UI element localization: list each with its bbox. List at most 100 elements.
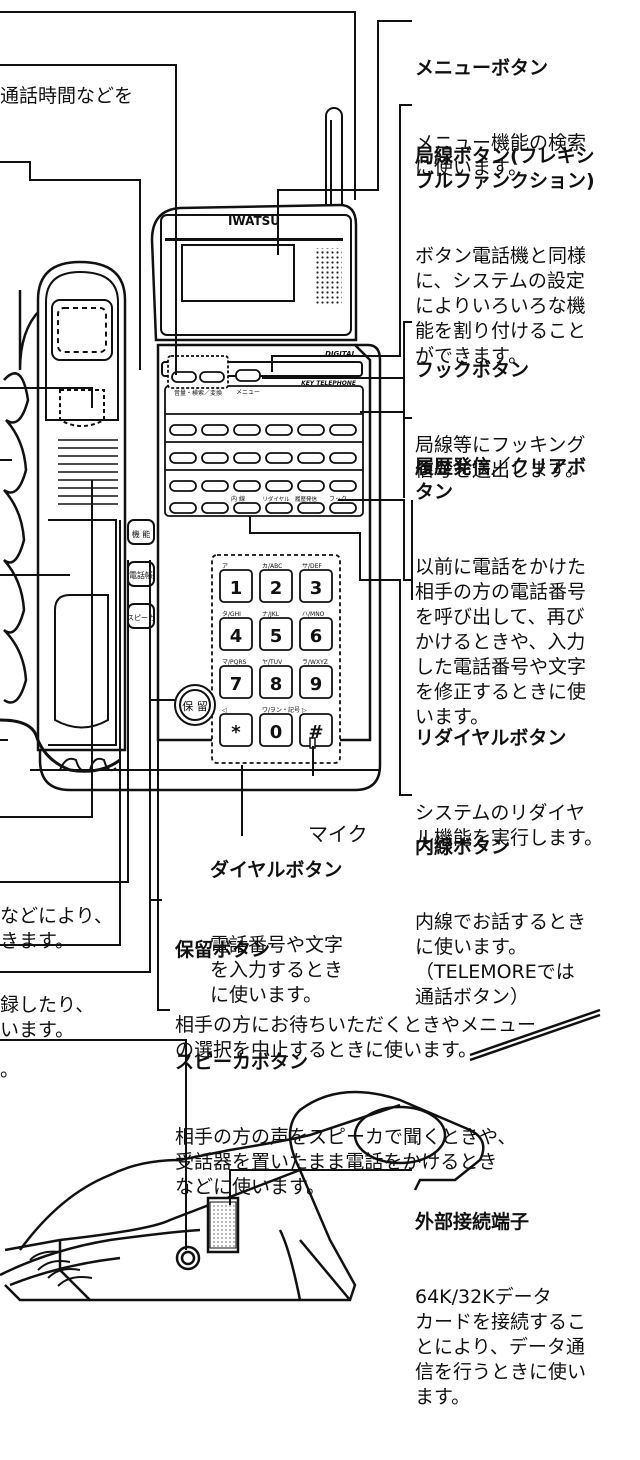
dial-button-desc: 電話番号や文字 を入力するとき に使います。 — [210, 934, 344, 1006]
redial-button-title: リダイヤルボタン — [415, 727, 567, 749]
dial-key-digit: 5 — [270, 626, 283, 647]
dial-keypad — [211, 554, 341, 764]
intercom-button-desc: 内線でお話するとき に使います。 （TELEMOREでは 通話ボタン） — [415, 911, 587, 1008]
dial-key-sub: カ/ABC — [262, 563, 282, 570]
volume-label: 音量・検索／変換 — [174, 389, 222, 397]
volume-menu-buttons — [167, 355, 261, 389]
dial-key-digit: 7 — [230, 674, 243, 695]
history-clear-button-label: 履歴発信／クリアボ タン 以前に電話をかけた 相手の方の電話番号 を呼び出して、… — [415, 405, 586, 780]
hook-small-label: フック — [329, 496, 347, 503]
dial-key-digit: 9 — [310, 674, 323, 695]
hold-small-label: 保 留 — [182, 699, 208, 713]
line-button-oval — [233, 502, 261, 514]
dial-key — [299, 617, 333, 651]
kinou-small-label: 機 能 — [132, 529, 151, 539]
hook-button-label: フックボタン 局線等にフッキング 信号を送出します。 — [415, 308, 585, 533]
dial-button-label: ダイヤルボタン 電話番号や文字 を入力するとき に使います。 — [210, 808, 343, 1058]
dial-key — [299, 665, 333, 699]
line-button-label: 局線ボタン(フレキシ ブルファンクション) ボタン電話機と同様 に、システムの設… — [415, 94, 595, 419]
speaker-button-title: スピーカボタン — [175, 1051, 309, 1073]
key-telephone-text: KEY TELEPHONE — [301, 380, 357, 387]
hook-button-title: フックボタン — [415, 359, 530, 381]
line-button-oval — [201, 424, 229, 436]
external-port-desc: 64K/32Kデータ カードを接続するこ とにより、データ通 信を行うときに使い… — [415, 1286, 587, 1408]
line-button-oval — [297, 502, 325, 514]
history-clear-button-desc: 以前に電話をかけた 相手の方の電話番号 を呼び出して、再び かけるときや、入力 … — [415, 556, 587, 728]
dial-key-sub: マ/PQRS — [222, 659, 247, 666]
speaker-small-label: スピーカ — [127, 614, 155, 622]
line-button-oval — [265, 424, 293, 436]
line-button-grid — [164, 385, 364, 517]
line-button-oval — [297, 452, 325, 464]
line-button-oval — [265, 502, 293, 514]
line-button-oval — [233, 480, 261, 492]
menu-button-title: メニューボタン — [415, 57, 549, 79]
dial-key — [259, 617, 293, 651]
fragment-niyori: などにより、 — [0, 905, 113, 927]
line-button-oval — [329, 452, 357, 464]
menu-button-desc: メニュー機能の検索 に使います。 — [415, 132, 587, 179]
hold-button-desc: 相手の方にお待ちいただくときやメニュー の選択を中止するときに使います。 — [175, 1014, 537, 1061]
dial-key-digit: * — [231, 722, 241, 743]
dial-key — [219, 569, 253, 603]
intercom-button-title: 内線ボタン — [415, 836, 511, 858]
line-button-oval — [169, 424, 197, 436]
line-button-oval — [169, 480, 197, 492]
line-button-title: 局線ボタン(フレキシ ブルファンクション) — [415, 145, 595, 192]
line-button-oval — [233, 452, 261, 464]
fragment-imasu: います。 — [0, 1019, 75, 1041]
denwachou-small-label: 電話帳 — [129, 570, 153, 580]
history-clear-button-title: 履歴発信／クリアボ タン — [415, 456, 587, 503]
menu-button-label: メニューボタン メニュー機能の検索 に使います。 — [415, 6, 586, 231]
line-button-oval — [265, 480, 293, 492]
dial-key — [299, 569, 333, 603]
dial-key — [259, 569, 293, 603]
line-button-desc: ボタン電話機と同様 に、システムの設定 によりいろいろな機 能を割り付けること … — [415, 245, 587, 367]
line-button-oval — [297, 480, 325, 492]
line-button-oval — [169, 452, 197, 464]
leader-lines — [0, 11, 413, 1250]
dial-key-sub: ヤ/TUV — [262, 659, 283, 666]
dial-key — [219, 713, 253, 747]
dial-key-digit: 2 — [270, 578, 283, 599]
rireki-small-label: 履歴発信 — [295, 495, 318, 503]
phone-side-view — [0, 1008, 601, 1302]
menu-small-label: メニュー — [236, 389, 260, 396]
hold-button-title: 保留ボタン — [175, 939, 271, 961]
dial-key-digit: 4 — [230, 626, 243, 647]
dial-key-digit: 6 — [310, 626, 323, 647]
line-button-oval — [329, 502, 357, 514]
fragment-roku: 録したり、 — [0, 994, 95, 1016]
intercom-button-label: 内線ボタン 内線でお話するとき に使います。 （TELEMOREでは 通話ボタン… — [415, 785, 586, 1060]
dial-key-digit: 8 — [270, 674, 283, 695]
dial-key-sub: タ/GHI — [222, 610, 241, 618]
dial-key-sub: ▷ — [302, 707, 307, 714]
line-button-oval — [201, 452, 229, 464]
redial-button-desc: システムのリダイヤ ル機能を実行します。 — [415, 802, 604, 849]
dial-key-sub: ナ/JKL — [262, 611, 280, 618]
dial-key-sub: サ/DEF — [302, 563, 322, 570]
dial-key — [299, 713, 333, 747]
mic-label: マイク — [308, 772, 368, 897]
dial-key-sub: ◁ — [222, 707, 227, 714]
dial-key-sub: ア — [222, 563, 228, 570]
dial-key-sub: ハ/MNO — [302, 611, 325, 618]
naisen-small-label: 内 線 — [231, 495, 245, 503]
speaker-button-label: スピーカボタン 相手の方の声をスピーカで聞くときや、 受話器を置いたまま電話をか… — [175, 1000, 516, 1250]
dial-key-digit: 0 — [270, 722, 283, 743]
dial-key — [219, 665, 253, 699]
mic-title: マイク — [308, 822, 368, 846]
external-port-label: 外部接続端子 64K/32Kデータ カードを接続するこ とにより、データ通 信を… — [415, 1160, 586, 1460]
hold-button-label: 保留ボタン 相手の方にお待ちいただくときやメニュー の選択を中止するときに使いま… — [175, 888, 536, 1113]
line-button-oval — [201, 480, 229, 492]
fragment-period: 。 — [0, 1059, 20, 1081]
speaker-button-desc: 相手の方の声をスピーカで聞くときや、 受話器を置いたまま電話をかけるとき などに… — [175, 1126, 517, 1198]
line-button-oval — [329, 424, 357, 436]
fragment-kimasu: きます。 — [0, 930, 75, 952]
digital-text: DIGITAL — [325, 350, 356, 358]
line-button-oval — [201, 502, 229, 514]
dial-key-digit: # — [308, 722, 323, 743]
dial-key-sub: ワ/ヲン・記号 — [262, 706, 300, 714]
